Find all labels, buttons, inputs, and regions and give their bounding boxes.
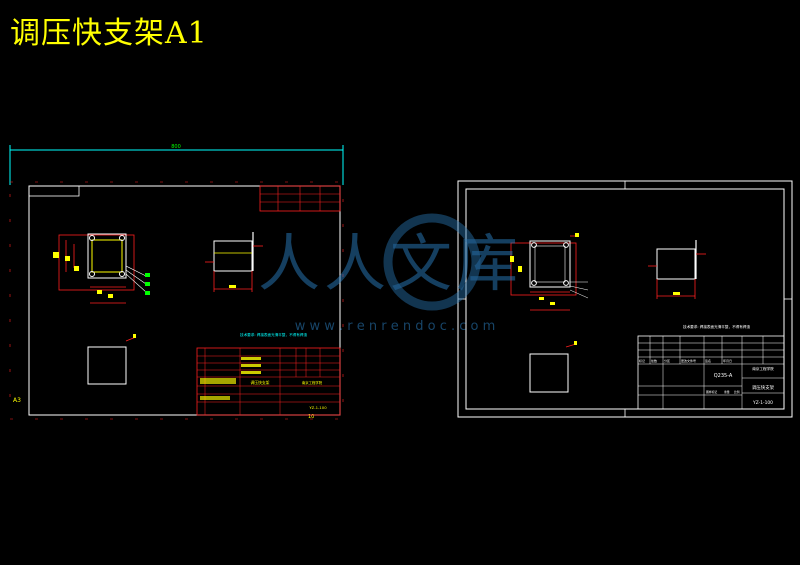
left-margin-label: A3 [13,397,21,404]
right-sheet: 技术要求: 焊接表面光滑平整，不得有焊渣 标记 处数 [457,180,793,418]
page-title: 调压快支架A1 [10,16,208,51]
watermark-url: w w w . r e n r e n d o c . c o m [295,319,496,334]
right-view-top [510,233,589,311]
rtb-scale: 比例 [734,390,740,394]
left-technical-note: 技术要求: 焊接表面光滑平整，不得有焊渣 [240,332,307,337]
left-view-side [87,334,137,385]
rtb-status: 图样标记 [706,390,717,394]
rtb-drawing-no: YZ-1-100 [752,400,773,406]
rtb-head-0: 标记 [639,358,645,363]
left-sheet: 800 A3 10 [9,144,344,420]
right-title-block: 标记 处数 分区 更改文件号 签名 年月日 Q235-A 南京工程学院 调压快支… [637,335,785,410]
left-titleblock-school: 南京工程学院 [302,380,323,385]
left-sheet-corner-box [28,185,80,197]
watermark-logo-ring [383,213,481,311]
right-view-side [529,341,577,393]
watermark: 人人文库 w w w . r e n r e n d o c . c o m [258,213,522,334]
bottom-margin-label: 10 [308,414,314,420]
top-dimension-text: 800 [171,144,181,150]
rtb-school: 南京工程学院 [752,366,774,371]
left-sheet-border [28,185,341,416]
rtb-part-name: 调压快支架 [752,384,775,391]
left-title-block: 调压快支架 南京工程学院 YZ-1-100 [196,347,341,416]
rtb-material: Q235-A [714,373,733,379]
rtb-weight: 重量 [724,390,730,394]
left-sheet-tick-frame [9,181,344,420]
left-view-front [205,232,263,292]
left-view-top [53,233,150,304]
left-revision-table [259,185,341,212]
watermark-logo-text: 人人文库 [258,227,522,300]
right-technical-note: 技术要求: 焊接表面光滑平整，不得有焊渣 [683,324,750,329]
right-view-front [648,240,706,299]
rtb-head-3: 更改文件号 [681,358,696,363]
rtb-head-2: 分区 [664,358,670,363]
left-titleblock-company: 调压快支架 [251,380,270,385]
rtb-head-1: 处数 [651,358,657,363]
rtb-head-5: 年月日 [723,358,732,363]
left-titleblock-drawing-no: YZ-1-100 [309,405,327,410]
rtb-head-4: 签名 [705,358,711,363]
